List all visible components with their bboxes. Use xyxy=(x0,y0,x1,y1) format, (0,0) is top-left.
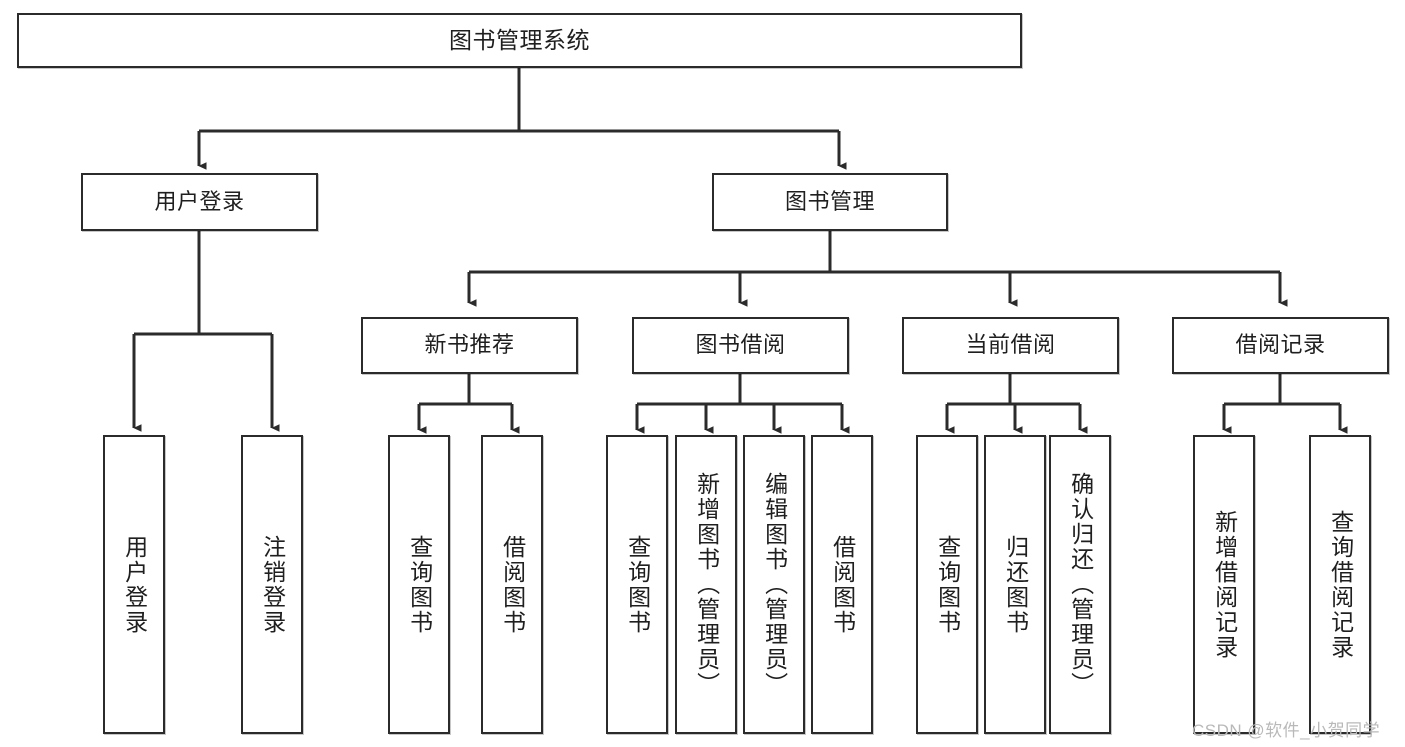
node-label: 借阅图书 xyxy=(499,534,526,635)
node-label: 新增借阅记录 xyxy=(1211,509,1238,660)
leaf-borrow-book[interactable]: 借阅图书 xyxy=(811,435,873,734)
leaf-query-book-borrow[interactable]: 查询图书 xyxy=(606,435,668,734)
node-new-book-recommend[interactable]: 新书推荐 xyxy=(361,317,578,374)
node-label: 图书管理 xyxy=(784,188,875,214)
leaf-query-book-current[interactable]: 查询图书 xyxy=(916,435,978,734)
node-book-borrow[interactable]: 图书借阅 xyxy=(632,317,849,374)
leaf-user-login[interactable]: 用户登录 xyxy=(103,435,165,734)
node-label: 图书管理系统 xyxy=(449,26,590,53)
node-label: 查询借阅记录 xyxy=(1327,509,1354,660)
node-label: 用户登录 xyxy=(154,188,245,214)
node-label: 注销登录 xyxy=(259,534,286,635)
leaf-add-borrow-record[interactable]: 新增借阅记录 xyxy=(1193,435,1255,734)
csdn-watermark: CSDN @软件_小贺同学 xyxy=(1192,721,1381,740)
leaf-edit-book-admin[interactable]: 编辑图书（管理员） xyxy=(743,435,805,734)
leaf-logout-login[interactable]: 注销登录 xyxy=(241,435,303,734)
node-label: 查询图书 xyxy=(934,534,961,635)
node-book-manage[interactable]: 图书管理 xyxy=(712,173,948,231)
node-label: 查询图书 xyxy=(406,534,433,635)
node-user-login[interactable]: 用户登录 xyxy=(81,173,318,231)
leaf-query-borrow-record[interactable]: 查询借阅记录 xyxy=(1309,435,1371,734)
leaf-confirm-return-admin[interactable]: 确认归还（管理员） xyxy=(1049,435,1111,734)
node-root-book-management-system[interactable]: 图书管理系统 xyxy=(17,13,1022,68)
node-label: 借阅图书 xyxy=(829,534,856,635)
leaf-query-book-recommend[interactable]: 查询图书 xyxy=(388,435,450,734)
node-borrow-record[interactable]: 借阅记录 xyxy=(1172,317,1389,374)
node-label: 新书推荐 xyxy=(424,332,515,358)
node-label: 用户登录 xyxy=(121,534,148,635)
node-current-borrow[interactable]: 当前借阅 xyxy=(902,317,1119,374)
node-label: 新增图书（管理员） xyxy=(693,472,720,697)
node-label: 归还图书 xyxy=(1002,534,1029,635)
leaf-return-book[interactable]: 归还图书 xyxy=(984,435,1046,734)
node-label: 编辑图书（管理员） xyxy=(761,472,788,697)
node-label: 当前借阅 xyxy=(965,332,1056,358)
node-label: 确认归还（管理员） xyxy=(1067,472,1094,697)
node-label: 借阅记录 xyxy=(1235,332,1326,358)
leaf-borrow-book-recommend[interactable]: 借阅图书 xyxy=(481,435,543,734)
node-label: 图书借阅 xyxy=(695,332,786,358)
leaf-add-book-admin[interactable]: 新增图书（管理员） xyxy=(675,435,737,734)
node-label: 查询图书 xyxy=(624,534,651,635)
